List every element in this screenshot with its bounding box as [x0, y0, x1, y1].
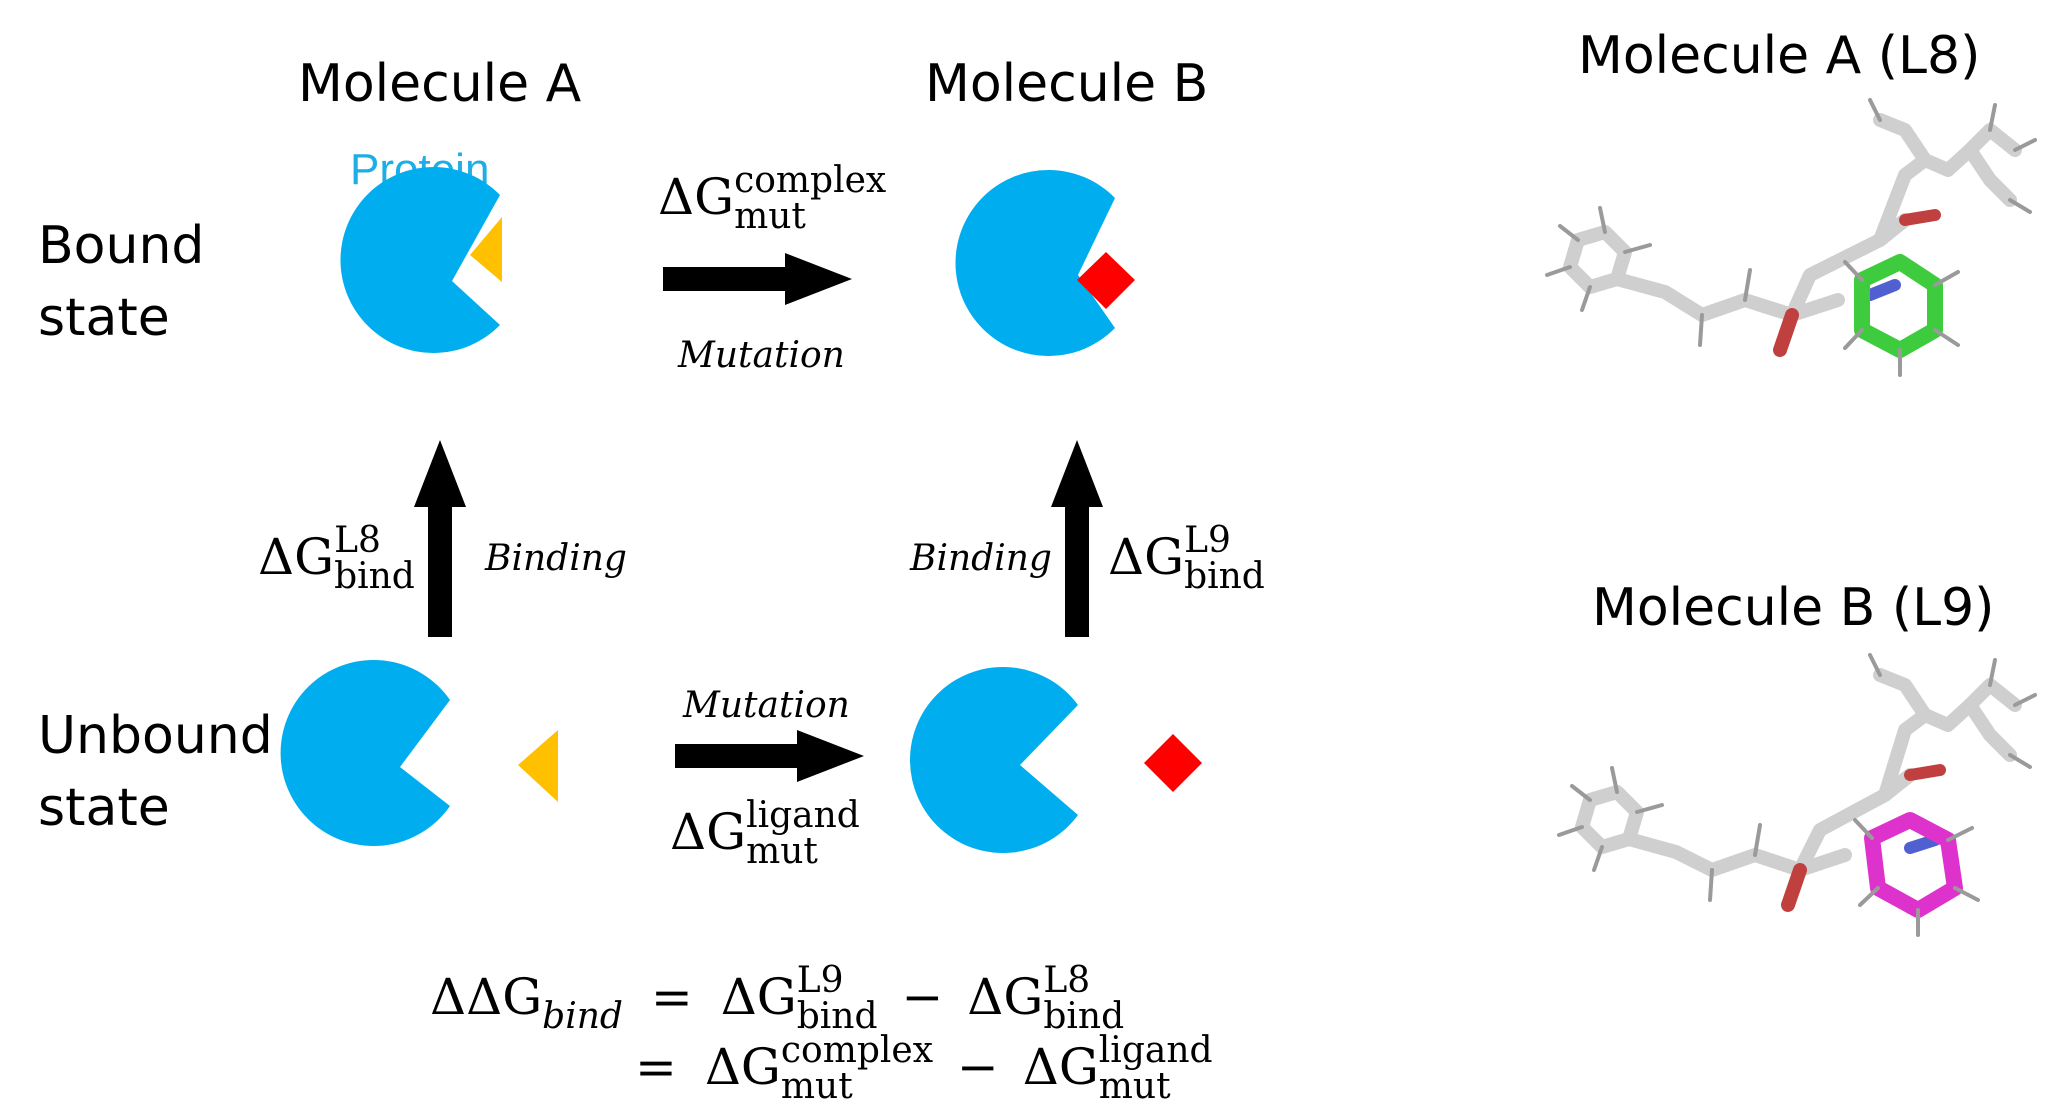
bound-label-line1: Bound: [38, 216, 205, 276]
sub-mut: mut: [734, 196, 806, 237]
structure-title-l9: Molecule B (L9): [1592, 578, 1995, 638]
sub-bind: bind: [334, 556, 415, 597]
delta-g: ΔG: [258, 528, 335, 586]
ddg-subscript: bind: [542, 996, 623, 1037]
ligand-diamond-bound: [1077, 252, 1135, 309]
unbound-state-label: Unbound state: [38, 700, 273, 844]
arrow-binding-l8: [414, 440, 466, 637]
delta-g: ΔG: [720, 968, 797, 1026]
sup-l8: L8: [1043, 960, 1091, 1001]
equals-sign: =: [635, 1038, 677, 1096]
ligand-diamond-unbound: [1144, 734, 1202, 792]
sup-l9: L9: [796, 960, 844, 1001]
delta-g: ΔG: [1108, 528, 1185, 586]
sup-ligand: ligand: [746, 795, 860, 836]
delta-g: ΔG: [704, 1038, 781, 1096]
delta-g: ΔG: [670, 803, 747, 861]
binding-label-right: Binding: [910, 538, 1052, 579]
structure-l9: [1557, 653, 2037, 937]
minus-sign: −: [956, 1038, 999, 1096]
unbound-label-line1: Unbound: [38, 706, 273, 766]
ligand-triangle-bound: [470, 217, 502, 282]
ddg-symbol: ΔΔG: [430, 968, 543, 1026]
protein-unbound-a: [280, 660, 450, 846]
delta-g: ΔG: [967, 968, 1044, 1026]
ligand-triangle-unbound: [518, 730, 558, 802]
arrow-binding-l9: [1051, 440, 1103, 637]
arrow-mutation-ligand: [675, 730, 864, 782]
sub-bind: bind: [1043, 996, 1125, 1037]
sub-mut: mut: [746, 831, 818, 872]
structure-title-l8: Molecule A (L8): [1578, 26, 1981, 86]
sub-mut: mut: [1098, 1066, 1171, 1107]
structure-l8: [1545, 98, 2037, 377]
molecule-a-title: Molecule A: [298, 54, 582, 114]
sup-l9: L9: [1184, 520, 1231, 561]
sup-l8: L8: [334, 520, 381, 561]
protein-bound-a: [340, 167, 500, 353]
arrow-mutation-complex: [663, 253, 852, 305]
delta-g: ΔG: [1022, 1038, 1099, 1096]
mutation-label-bottom: Mutation: [683, 685, 850, 726]
equals-sign: =: [650, 968, 693, 1026]
sub-bind: bind: [1184, 556, 1265, 597]
minus-sign: −: [901, 968, 944, 1026]
protein-unbound-b: [910, 667, 1078, 853]
binding-label-left: Binding: [485, 538, 627, 579]
molecule-b-title: Molecule B: [925, 54, 1209, 114]
delta-g: ΔG: [658, 168, 735, 226]
mutation-label-top: Mutation: [678, 335, 845, 376]
protein-bound-b: [955, 170, 1115, 356]
sup-complex: complex: [734, 160, 887, 201]
sup-complex: complex: [780, 1030, 934, 1071]
sup-ligand: ligand: [1098, 1030, 1213, 1071]
bound-label-line2: state: [38, 288, 170, 348]
sub-bind: bind: [796, 996, 878, 1037]
sub-mut: mut: [780, 1066, 853, 1107]
bound-state-label: Bound state: [38, 210, 204, 354]
unbound-label-line2: state: [38, 778, 170, 838]
